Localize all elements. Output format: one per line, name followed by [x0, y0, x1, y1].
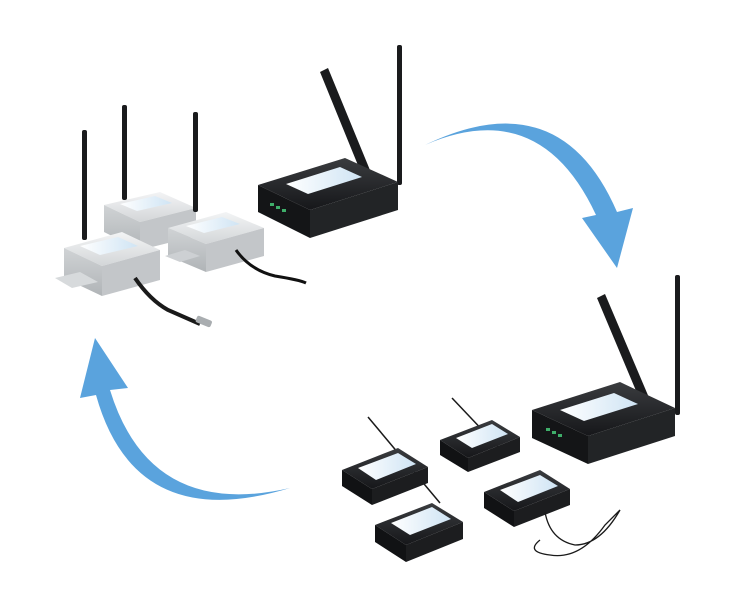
probe-cable-icon [234, 249, 307, 285]
device-label [560, 393, 638, 421]
cellular-gateway-top [258, 45, 402, 238]
cellular-gateway-bottom [532, 275, 680, 464]
arrow-left [80, 338, 290, 500]
antenna-icon [597, 294, 650, 405]
industrial-sensor-front [55, 130, 212, 328]
industrial-sensor-group [55, 105, 307, 328]
industrial-sensor-right [165, 112, 307, 285]
commercial-sensor-group [342, 397, 621, 562]
commercial-sensor-front [375, 503, 463, 562]
antenna-icon [675, 275, 680, 415]
antenna-icon [122, 105, 127, 200]
commercial-sensor-right [484, 470, 621, 557]
probe-cable-icon [133, 276, 201, 326]
device-label [286, 167, 362, 194]
commercial-sensor-back [440, 397, 520, 472]
port-leds [270, 203, 286, 212]
antenna-icon [82, 130, 87, 240]
port-leds [546, 428, 562, 437]
antenna-icon [193, 112, 198, 212]
antenna-icon [320, 68, 372, 180]
commercial-sensor-left [342, 416, 441, 505]
arrow-top-right [425, 123, 633, 268]
cycle-arrow-icon [80, 123, 633, 500]
probe-cable-icon [533, 509, 621, 557]
antenna-icon [397, 45, 402, 185]
